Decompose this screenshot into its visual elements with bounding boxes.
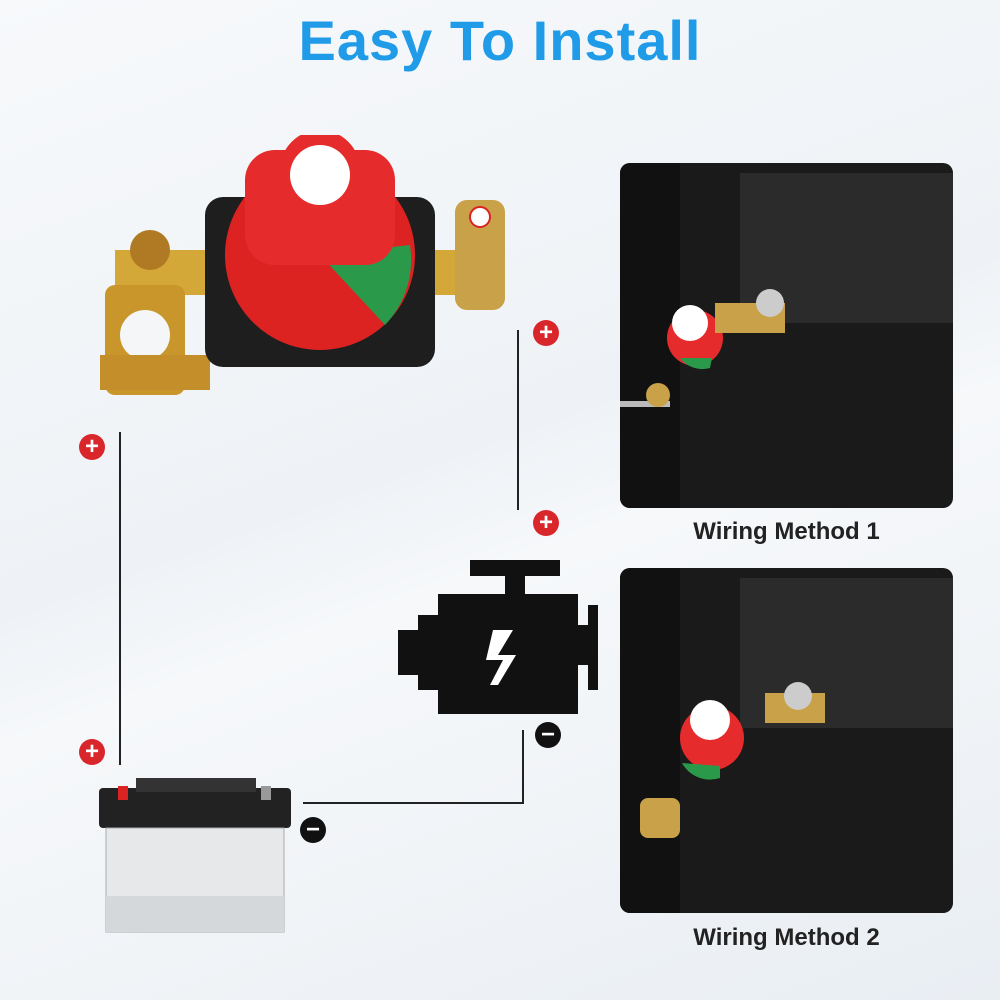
battery-disconnect-switch <box>100 135 505 395</box>
wiring-method-2-photo <box>620 568 953 913</box>
wiring-method-1-photo <box>620 163 953 508</box>
car-battery <box>99 778 291 933</box>
wire-ground-vertical <box>522 730 524 804</box>
wiring-method-2-caption: Wiring Method 2 <box>693 924 880 951</box>
engine-icon <box>398 560 598 714</box>
plus-icon: + <box>79 739 105 765</box>
plus-icon: + <box>79 434 105 460</box>
page-title: Easy To Install <box>298 9 702 72</box>
minus-icon: − <box>300 817 326 843</box>
wire-right-top <box>517 330 519 510</box>
plus-icon: + <box>533 510 559 536</box>
wire-left <box>119 432 121 765</box>
wiring-method-1-caption: Wiring Method 1 <box>693 518 880 545</box>
plus-icon: + <box>533 320 559 346</box>
minus-icon: − <box>535 722 561 748</box>
wire-ground-horizontal <box>303 802 524 804</box>
